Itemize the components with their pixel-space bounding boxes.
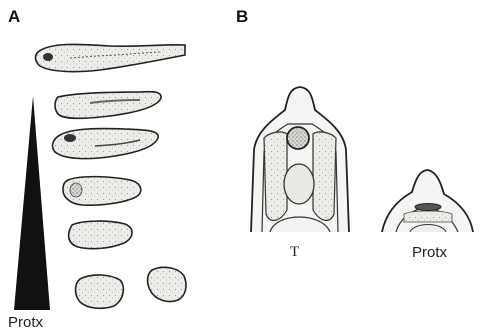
cross-section-protx — [382, 170, 473, 232]
embryo-shape-7 — [148, 267, 186, 301]
embryo-shape-4 — [63, 177, 141, 206]
cross-section-t-caption: T — [290, 244, 299, 261]
embryo-shape-2 — [55, 92, 161, 119]
embryo-shape-1 — [36, 44, 185, 71]
cross-section-t — [251, 87, 349, 232]
cross-section-protx-caption: Protx — [412, 244, 447, 261]
embryo-shape-3 — [53, 129, 159, 159]
protx-gradient-wedge — [14, 96, 50, 310]
embryo-shape-5 — [69, 221, 132, 249]
embryo-shape-6 — [76, 275, 124, 308]
gradient-label: Protx — [8, 314, 43, 331]
